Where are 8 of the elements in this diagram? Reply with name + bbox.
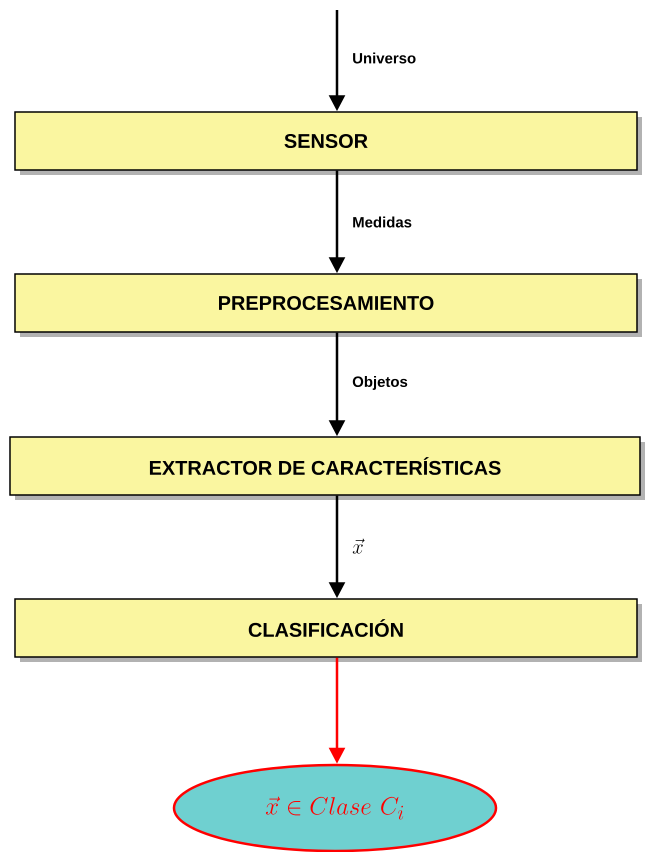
- edge-label: Objetos: [352, 376, 408, 390]
- process-box: CLASIFICACIÓN: [14, 598, 642, 662]
- process-box: SENSOR: [14, 111, 642, 175]
- edge-label: Universo: [353, 52, 416, 64]
- process-box: PREPROCESAMIENTO: [14, 273, 642, 337]
- edge-label: $\vec{x}$: [352, 538, 365, 554]
- edge-label: Medidas: [353, 216, 412, 228]
- process-box: EXTRACTOR DE CARACTERÍSTICAS: [9, 436, 645, 500]
